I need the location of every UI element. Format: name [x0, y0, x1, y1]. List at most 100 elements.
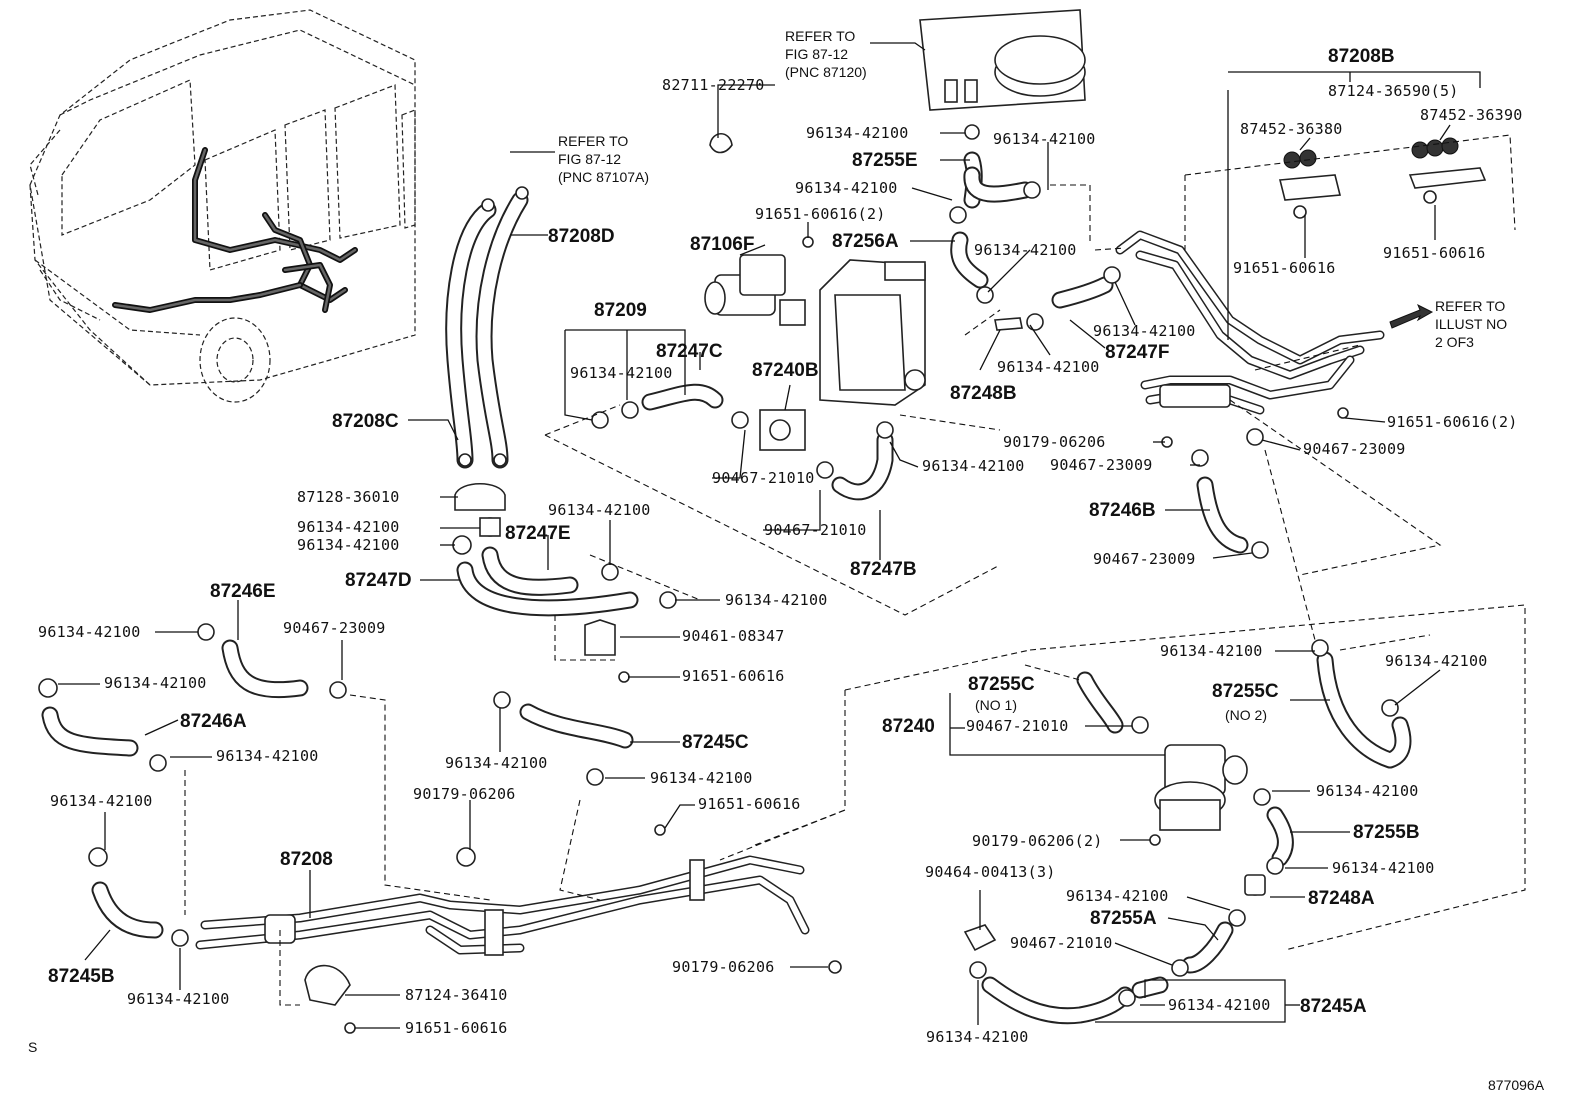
label-91651-60616: 91651-60616 [1383, 244, 1486, 262]
label-96134-42100: 96134-42100 [922, 457, 1025, 475]
label-90467-21010: 90467-21010 [1010, 934, 1113, 952]
water-pump-87240B [759, 259, 926, 451]
label-87256A: 87256A [832, 231, 899, 252]
label-96134-42100: 96134-42100 [725, 591, 828, 609]
label-96134-42100: 96134-42100 [974, 241, 1077, 259]
ref-top-line3: (PNC 87120) [785, 64, 867, 80]
label-90179-06206: 90179-06206 [413, 785, 516, 803]
label-87248B: 87248B [950, 383, 1017, 404]
label-90467-21010: 90467-21010 [764, 521, 867, 539]
label-no1: (NO 1) [975, 697, 1017, 713]
label-87124-36410: 87124-36410 [405, 986, 508, 1004]
dashed-guides [184, 134, 1526, 1006]
label-87255C-no2: 87255C [1212, 681, 1279, 702]
label-87246E: 87246E [210, 581, 276, 602]
label-87128-36010: 87128-36010 [297, 488, 400, 506]
label-96134-42100: 96134-42100 [445, 754, 548, 772]
label-96134-42100: 96134-42100 [1160, 642, 1263, 660]
label-90179-06206: 90179-06206 [672, 958, 775, 976]
label-96134-42100: 96134-42100 [1066, 887, 1169, 905]
label-91651-60616: 91651-60616 [698, 795, 801, 813]
label-87247F: 87247F [1105, 342, 1169, 363]
label-96134-42100: 96134-42100 [806, 124, 909, 142]
label-87245B: 87245B [48, 966, 115, 987]
label-87247B: 87247B [850, 559, 917, 580]
label-82711-22270: 82711-22270 [662, 76, 765, 94]
label-91651-60616: 91651-60616 [682, 667, 785, 685]
leader-lines [58, 42, 1481, 1029]
label-96134-42100: 96134-42100 [926, 1028, 1029, 1046]
label-87255C-no1: 87255C [968, 674, 1035, 695]
upper-right-pipes [1115, 230, 1385, 415]
label-96134-42100: 96134-42100 [1168, 996, 1271, 1014]
label-87208B: 87208B [1328, 46, 1395, 67]
water-pump-87240 [1154, 744, 1248, 831]
hoses [41, 151, 1412, 1025]
label-87247E: 87247E [505, 523, 571, 544]
label-96134-42100: 96134-42100 [993, 130, 1096, 148]
label-87255B: 87255B [1353, 822, 1420, 843]
label-87452-36390: 87452-36390 [1420, 106, 1523, 124]
label-91651-60616: 91651-60616 [1233, 259, 1336, 277]
label-87247D: 87247D [345, 570, 412, 591]
label-87247C: 87247C [656, 341, 723, 362]
label-90467-23009: 90467-23009 [1303, 440, 1406, 458]
ref-top-line2: FIG 87-12 [785, 46, 848, 62]
ref-right-line3: 2 OF3 [1435, 334, 1474, 350]
label-96134-42100: 96134-42100 [997, 358, 1100, 376]
van-illustration [29, 9, 416, 403]
label-96134-42100: 96134-42100 [548, 501, 651, 519]
label-96134-42100: 96134-42100 [795, 179, 898, 197]
label-96134-42100: 96134-42100 [50, 792, 153, 810]
label-87124-36590-5: 87124-36590(5) [1328, 82, 1459, 100]
label-96134-42100: 96134-42100 [38, 623, 141, 641]
label-87452-36380: 87452-36380 [1240, 120, 1343, 138]
label-87245C: 87245C [682, 732, 749, 753]
label-96134-42100: 96134-42100 [1385, 652, 1488, 670]
label-96134-42100: 96134-42100 [1093, 322, 1196, 340]
label-96134-42100: 96134-42100 [104, 674, 207, 692]
label-87246B: 87246B [1089, 500, 1156, 521]
label-90467-23009: 90467-23009 [283, 619, 386, 637]
label-90179-06206: 90179-06206 [1003, 433, 1106, 451]
water-valve-87106F [704, 254, 806, 326]
label-90464-00413-3: 90464-00413(3) [925, 863, 1056, 881]
label-90467-23009: 90467-23009 [1050, 456, 1153, 474]
label-96134-42100: 96134-42100 [127, 990, 230, 1008]
label-96134-42100: 96134-42100 [1332, 859, 1435, 877]
ref-right-line1: REFER TO [1435, 298, 1505, 314]
small-parts [304, 132, 1487, 1034]
part-labels: 82711-22270 96134-42100 96134-42100 8725… [28, 46, 1545, 1093]
label-96134-42100: 96134-42100 [297, 518, 400, 536]
label-90467-21010: 90467-21010 [712, 469, 815, 487]
label-91651-60616: 91651-60616 [405, 1019, 508, 1037]
label-96134-42100: 96134-42100 [570, 364, 673, 382]
ref-left-line2: FIG 87-12 [558, 151, 621, 167]
label-87208: 87208 [280, 849, 333, 870]
main-pipe-87208 [195, 855, 810, 956]
label-90467-23009: 90467-23009 [1093, 550, 1196, 568]
label-90461-08347: 90461-08347 [682, 627, 785, 645]
label-90467-21010: 90467-21010 [966, 717, 1069, 735]
corner-mark: S [28, 1039, 37, 1055]
label-87208D: 87208D [548, 226, 615, 247]
label-96134-42100: 96134-42100 [297, 536, 400, 554]
label-87240B: 87240B [752, 360, 819, 381]
ref-left-line1: REFER TO [558, 133, 628, 149]
label-87255E: 87255E [852, 150, 918, 171]
label-87255A: 87255A [1090, 908, 1157, 929]
figure-code: 877096A [1488, 1077, 1545, 1093]
ref-left-line3: (PNC 87107A) [558, 169, 649, 185]
heater-unit-top [919, 9, 1086, 111]
label-96134-42100: 96134-42100 [1316, 782, 1419, 800]
label-87245A: 87245A [1300, 996, 1367, 1017]
label-87209: 87209 [594, 300, 647, 321]
reference-notes: REFER TO FIG 87-12 (PNC 87120) REFER TO … [558, 28, 1507, 350]
label-91651-60616-2: 91651-60616(2) [755, 205, 886, 223]
ref-right-line2: ILLUST NO [1435, 316, 1507, 332]
label-87248A: 87248A [1308, 888, 1375, 909]
label-87106F: 87106F [690, 234, 754, 255]
label-91651-60616-2: 91651-60616(2) [1387, 413, 1518, 431]
